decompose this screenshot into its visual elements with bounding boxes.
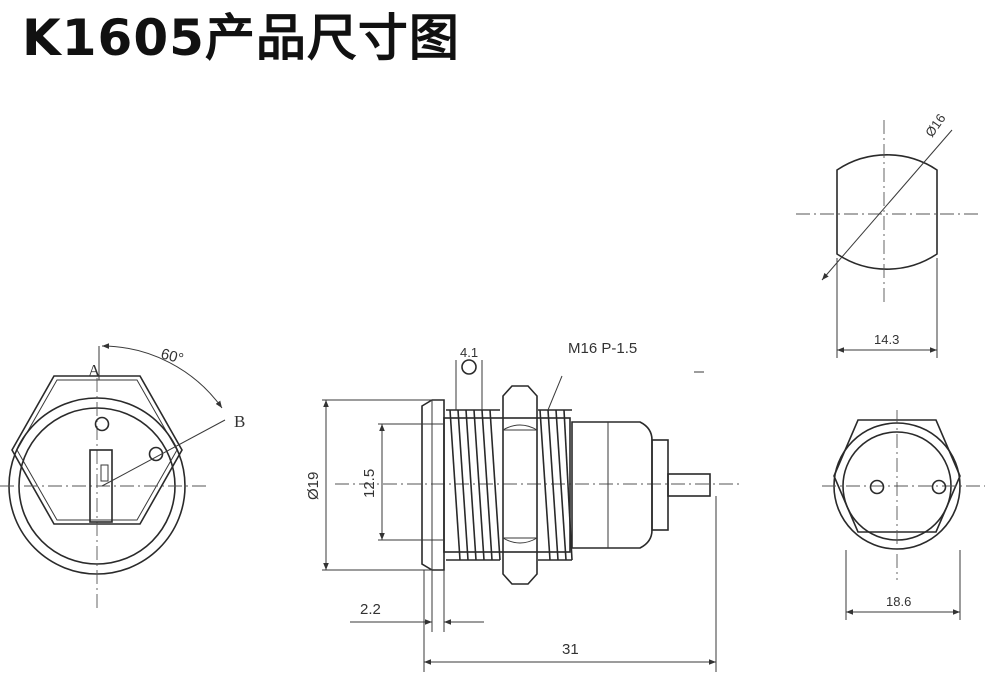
tail-pin [667, 473, 711, 497]
front-view: A B 60° [0, 343, 245, 610]
position-hole-b [148, 446, 164, 462]
dia125-label: 12.5 [361, 469, 378, 498]
page-title: K1605产品尺寸图 [22, 9, 460, 67]
key-slot-notch [100, 464, 109, 482]
thread-group-left [446, 409, 501, 561]
rear-terminal-left [869, 479, 885, 495]
rear-cylinder [571, 421, 653, 549]
thread-group-right [538, 409, 573, 561]
rear-view: 18.6 [822, 410, 985, 620]
dia16-leader [821, 129, 953, 281]
hole-marker [461, 359, 477, 375]
dia16-label: Ø16 [922, 111, 948, 140]
top-end-view: Ø16 14.3 [796, 111, 980, 358]
key-slot [89, 449, 113, 523]
angle-label: 60° [159, 345, 185, 367]
hex-width-label: 18.6 [886, 594, 911, 609]
side-view: 4.1 M16 P-1.5 Ø19 12.5 2.2 31 [305, 340, 740, 672]
rear-terminal-right [931, 479, 947, 495]
label-b: B [234, 412, 245, 431]
hole-dim-label: 4.1 [460, 345, 478, 360]
flange-thickness-label: 2.2 [360, 601, 381, 618]
front-hex-outline [11, 375, 183, 525]
leader-b [101, 419, 226, 487]
tail-step [651, 439, 669, 531]
label-a: A [88, 361, 101, 380]
thread-label: M16 P-1.5 [568, 340, 637, 357]
hex-nut [502, 385, 538, 585]
position-hole-a [94, 416, 110, 432]
angle-arc [101, 343, 223, 409]
thread-leader [547, 375, 563, 411]
dia19-label: Ø19 [305, 472, 322, 500]
flange [421, 399, 445, 571]
cut-cylinder-outline [836, 154, 938, 270]
total-length-label: 31 [562, 641, 579, 658]
threaded-body [443, 417, 571, 553]
flat-width-label: 14.3 [874, 332, 899, 347]
